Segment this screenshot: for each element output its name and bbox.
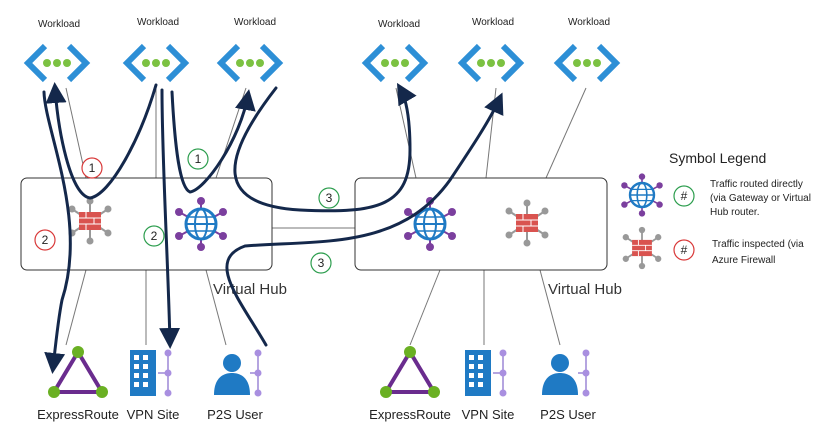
workload-icon[interactable] — [462, 46, 520, 80]
marker-3-top: 3 — [318, 187, 340, 209]
route-2-direct — [159, 88, 181, 349]
legend-title: Symbol Legend — [669, 150, 766, 166]
p2s-user-label: P2S User — [540, 407, 596, 422]
route-1-inspected — [45, 82, 158, 200]
workload-icon[interactable] — [28, 46, 86, 80]
legend-placeholder: # — [681, 243, 688, 257]
workload-icon[interactable] — [366, 46, 424, 80]
svg-text:1: 1 — [89, 161, 96, 175]
expressroute-icon[interactable] — [378, 344, 442, 400]
legend-direct-line: (via Gateway or Virtual — [710, 193, 811, 204]
marker-2-direct: 2 — [143, 225, 165, 247]
workload-label: Workload — [137, 17, 179, 28]
workload-label: Workload — [568, 17, 610, 28]
legend-inspected-line: Azure Firewall — [712, 255, 775, 266]
expressroute-icon[interactable] — [46, 344, 110, 400]
route-3-top — [233, 82, 417, 213]
firewall-icon — [621, 225, 663, 271]
legend-placeholder: # — [681, 189, 688, 203]
marker-2-inspected: 2 — [34, 229, 56, 251]
workload-icon[interactable] — [127, 46, 185, 80]
vpn-site-icon[interactable] — [129, 348, 173, 398]
user-icon[interactable] — [541, 348, 591, 398]
virtual-hub-1-box[interactable] — [20, 177, 273, 271]
svg-text:2: 2 — [151, 229, 158, 243]
workload-label: Workload — [234, 17, 276, 28]
workload-label: Workload — [378, 19, 420, 30]
workload-label: Workload — [38, 19, 80, 30]
p2s-user-label: P2S User — [207, 407, 263, 422]
expressroute-label: ExpressRoute — [37, 407, 119, 422]
vpn-site-label: VPN Site — [462, 407, 515, 422]
svg-text:3: 3 — [318, 256, 325, 270]
route-1-direct — [170, 89, 256, 194]
router-icon — [620, 172, 664, 218]
route-2-inspected — [42, 90, 72, 374]
vpn-site-label: VPN Site — [127, 407, 180, 422]
symbol-legend: Symbol Legend # Traffic routed directly … — [620, 150, 811, 271]
virtual-hub-label: Virtual Hub — [548, 281, 622, 298]
svg-text:2: 2 — [42, 233, 49, 247]
traffic-arrows — [42, 82, 504, 374]
expressroute-label: ExpressRoute — [369, 407, 451, 422]
workload-label: Workload — [472, 17, 514, 28]
legend-inspected-line: Traffic inspected (via — [712, 239, 804, 250]
legend-direct-line: Traffic routed directly — [710, 179, 803, 190]
virtual-hub-2-box[interactable] — [354, 177, 608, 271]
route-3-bottom — [225, 92, 504, 347]
workload-icon[interactable] — [221, 46, 279, 80]
user-icon[interactable] — [213, 348, 263, 398]
svg-text:1: 1 — [195, 152, 202, 166]
marker-1-direct: 1 — [187, 148, 209, 170]
workload-icon[interactable] — [558, 46, 616, 80]
vpn-site-icon[interactable] — [464, 348, 508, 398]
virtual-hub-label: Virtual Hub — [213, 281, 287, 298]
marker-3-bottom: 3 — [310, 252, 332, 274]
legend-direct-line: Hub router. — [710, 207, 759, 218]
svg-text:3: 3 — [326, 191, 333, 205]
marker-1-inspected: 1 — [81, 157, 103, 179]
